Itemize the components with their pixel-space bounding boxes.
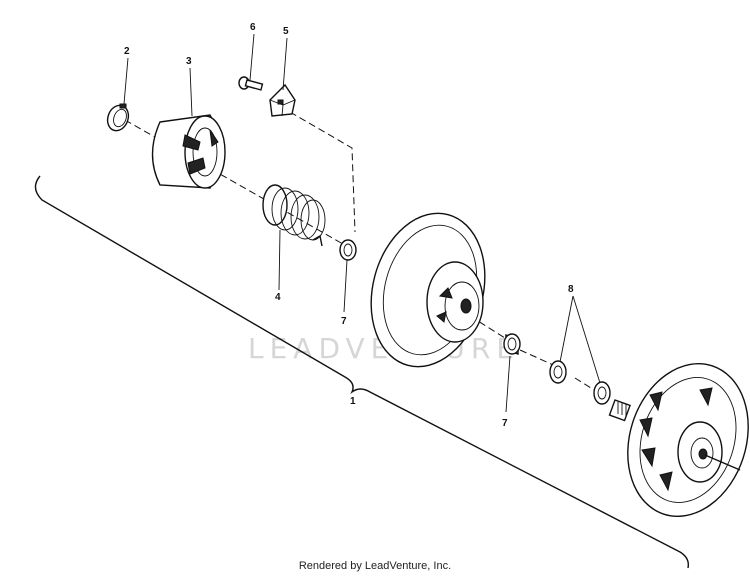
- bushing-upper-part: [339, 239, 357, 261]
- callout-5: 5: [283, 26, 289, 37]
- washer-part-2: [593, 381, 611, 405]
- leader-7a: [343, 259, 348, 313]
- leader-2: [123, 57, 129, 105]
- callout-6: 6: [250, 22, 256, 33]
- callout-3: 3: [186, 56, 192, 67]
- callout-4: 4: [275, 292, 281, 303]
- callout-2: 2: [124, 46, 130, 57]
- bolt-part: [238, 76, 264, 91]
- snap-ring-part: [106, 103, 130, 132]
- assembly-bracket: [34, 175, 690, 569]
- leader-3: [189, 67, 193, 117]
- fixed-sheave-part: [608, 362, 749, 518]
- movable-sheave-part: [370, 212, 486, 368]
- shoe-part: [269, 83, 296, 117]
- bolt-axis-line: [289, 111, 356, 233]
- credit-text: Rendered by LeadVenture, Inc.: [298, 560, 452, 572]
- callout-7b: 7: [502, 418, 508, 429]
- bushing-lower-part: [503, 333, 521, 355]
- leader-6: [249, 33, 255, 81]
- leader-5: [282, 37, 288, 91]
- leader-4: [278, 229, 281, 291]
- spring-part: [262, 184, 326, 247]
- callout-1: 1: [350, 396, 356, 407]
- leader-7b: [505, 355, 511, 413]
- callout-7a: 7: [341, 316, 347, 327]
- cam-part: [151, 114, 226, 189]
- washer-part-1: [549, 360, 567, 384]
- callout-8: 8: [568, 284, 574, 295]
- leader-8: [559, 295, 601, 384]
